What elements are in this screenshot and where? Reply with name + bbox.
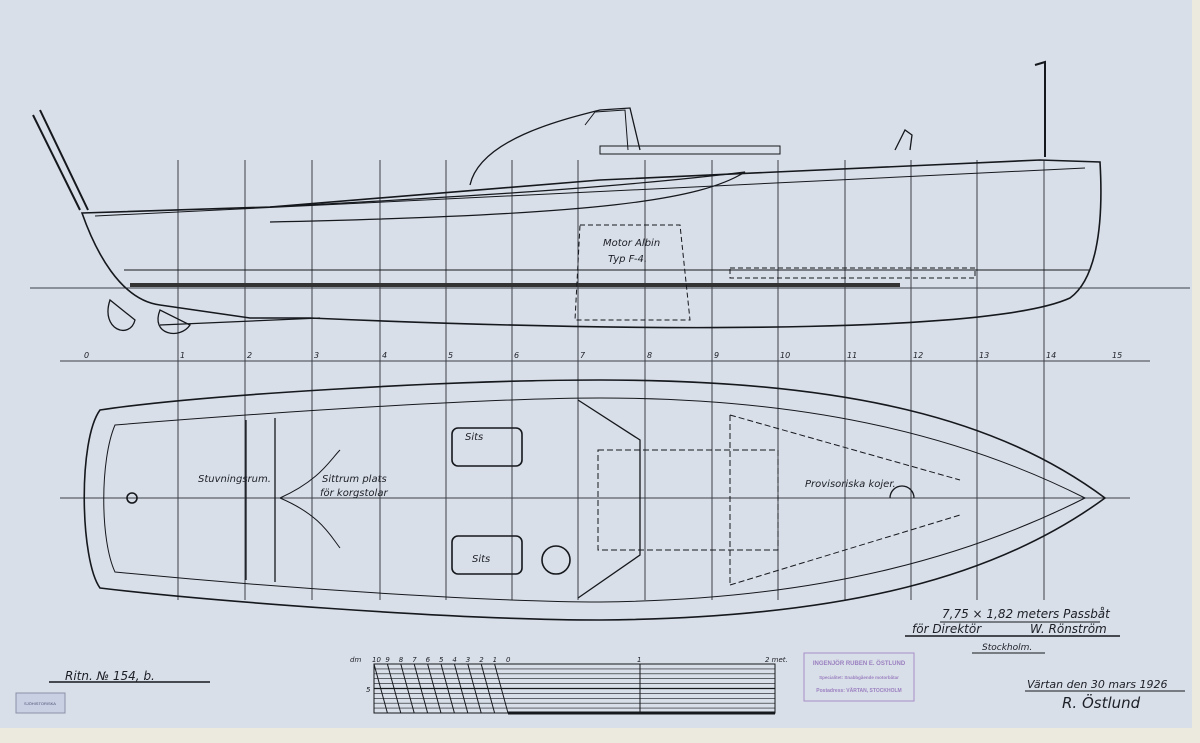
scale-tick: 4: [452, 656, 456, 664]
station-number: 6: [514, 351, 519, 360]
station-number: 11: [847, 351, 857, 360]
date-line: Värtan den 30 mars 1926: [1027, 678, 1168, 691]
drawing-number: Ritn. № 154, b.: [65, 669, 155, 683]
title-line-1: 7,75 × 1,82 meters Passbåt: [942, 607, 1111, 621]
scale-tick: 5: [439, 656, 444, 664]
station-number: 2: [247, 351, 252, 360]
seating-label: Sittrum plats: [322, 474, 387, 485]
scale-tick-2m: 2 met.: [765, 656, 788, 664]
scale-tick: 6: [426, 656, 431, 664]
scale-tick: 2: [479, 656, 484, 664]
scale-tick: 10: [372, 656, 381, 664]
plan-view: [83, 379, 1107, 621]
stamp-line-2: Specialitet: Snabbgående motorbåtar: [819, 674, 899, 680]
station-number: 12: [913, 351, 923, 360]
scale-tick: 0: [506, 656, 511, 664]
title-owner-prefix: för Direktör: [912, 622, 982, 636]
station-number: 5: [448, 351, 453, 360]
scale-tick: 8: [399, 656, 404, 664]
stamp-line-3: Postadress: VÄRTAN, STOCKHOLM: [816, 687, 901, 694]
paper: [0, 0, 1192, 728]
station-number: 9: [714, 351, 719, 360]
maker-stamp: INGENJÖR RUBEN E. ÖSTLUND Specialitet: S…: [803, 652, 915, 702]
seating-label-2: för korgstolar: [320, 488, 388, 499]
scale-tick: 7: [412, 656, 417, 664]
stamp-line-1: INGENJÖR RUBEN E. ÖSTLUND: [813, 660, 906, 667]
bunks-label: Provisoriska kojer.: [805, 479, 896, 490]
station-number: 13: [979, 351, 989, 360]
title-city: Stockholm.: [982, 643, 1032, 653]
station-number: 0: [84, 351, 89, 360]
scale-tick: 9: [385, 656, 390, 664]
scale-tick-1m: 1: [637, 656, 641, 664]
motor-type-label: Typ F-4.: [608, 254, 647, 265]
station-number: 10: [780, 351, 790, 360]
seat-top-label: Sits: [465, 432, 483, 443]
station-number: 4: [382, 351, 387, 360]
station-number: 15: [1112, 351, 1122, 360]
station-number: 8: [647, 351, 652, 360]
station-number: 14: [1046, 351, 1056, 360]
signature: R. Östlund: [1062, 693, 1141, 712]
scale-tick: 1: [493, 656, 497, 664]
stowage-label: Stuvningsrum.: [198, 474, 271, 485]
archive-stamp-text: SJÖHISTORISKA: [24, 701, 56, 706]
station-number: 3: [314, 351, 319, 360]
scale-unit: dm: [350, 656, 361, 664]
scale-side-mark: 5: [366, 686, 371, 694]
seat-bottom-label: Sits: [472, 554, 490, 565]
archive-stamp: SJÖHISTORISKA: [15, 692, 66, 714]
station-number: 7: [580, 351, 586, 360]
station-number: 1: [180, 351, 185, 360]
scale-tick: 3: [466, 656, 470, 664]
title-owner-name: W. Rönström: [1030, 622, 1107, 636]
motor-label: Motor Albin: [603, 238, 660, 249]
profile-view: [32, 60, 1102, 334]
